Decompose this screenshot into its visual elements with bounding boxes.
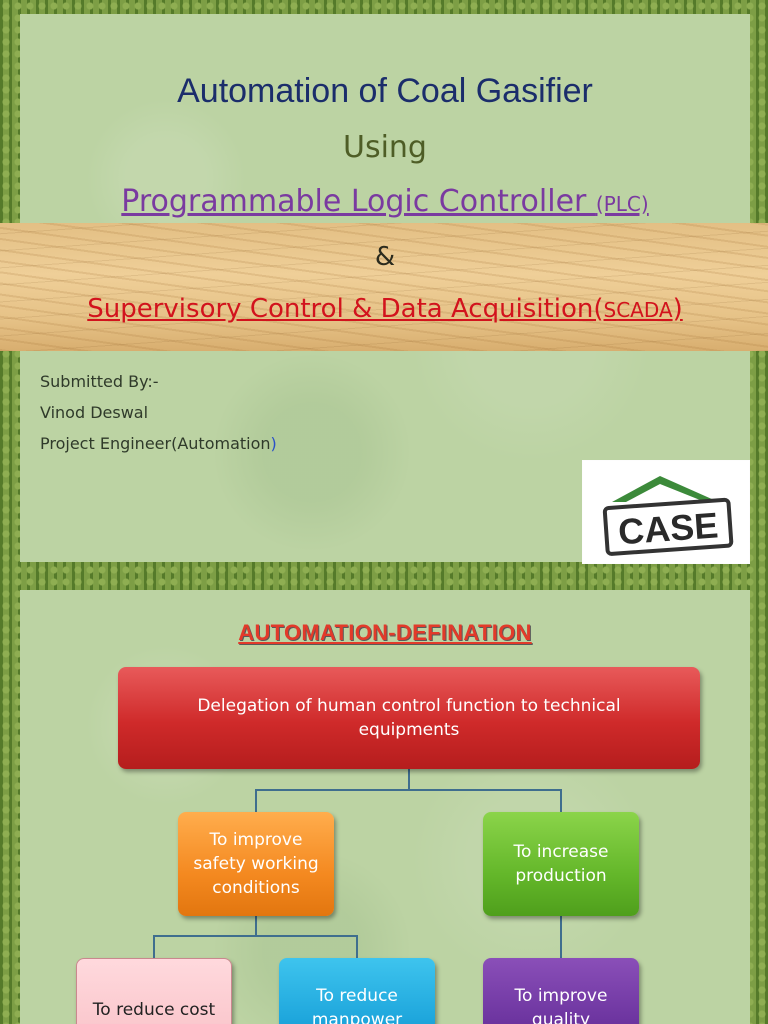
ampersand: & xyxy=(374,242,396,272)
plc-abbreviation: (PLC) xyxy=(595,192,649,216)
scada-abbreviation: SCADA xyxy=(603,298,673,322)
connector-safety-manpower xyxy=(256,935,358,958)
case-logo: CASE xyxy=(582,460,750,564)
author-name: Vinod Deswal xyxy=(40,403,149,422)
case-logo-house-roof-icon: CASE xyxy=(583,461,749,563)
wood-banner xyxy=(0,223,768,351)
author-role-close: ) xyxy=(270,434,277,453)
improve-quality-box: To improve quality xyxy=(483,958,639,1024)
submitted-by-label: Submitted By:- xyxy=(40,372,159,391)
title-slide: Automation of Coal Gasifier Using Progra… xyxy=(0,14,768,564)
subtitle-plc: Programmable Logic Controller (PLC) xyxy=(20,184,750,219)
subtitle-using: Using xyxy=(343,130,427,165)
scada-main-text: Supervisory Control & Data Acquisition( xyxy=(87,294,604,324)
delegation-box: Delegation of human control function to … xyxy=(118,667,700,769)
connector-safety-cost xyxy=(153,916,257,958)
definition-slide: AUTOMATION-DEFINATION Delegation of huma… xyxy=(20,590,750,1024)
logo-text: CASE xyxy=(617,504,720,552)
author-role-text: Project Engineer(Automation xyxy=(40,434,271,453)
increase-production-box: To increase production xyxy=(483,812,639,916)
subtitle-scada: Supervisory Control & Data Acquisition(S… xyxy=(20,294,750,324)
improve-safety-box: To improve safety working conditions xyxy=(178,812,334,916)
scada-close-paren: ) xyxy=(672,294,683,324)
author-role: Project Engineer(Automation) xyxy=(40,434,277,453)
slide-title: Automation of Coal Gasifier xyxy=(177,72,593,110)
connector-main-safety xyxy=(255,769,410,812)
definition-title: AUTOMATION-DEFINATION xyxy=(238,620,532,645)
reduce-cost-box: To reduce cost xyxy=(76,958,232,1024)
hierarchy-connectors xyxy=(153,769,562,958)
reduce-manpower-box: To reduce manpower xyxy=(279,958,435,1024)
connector-main-production xyxy=(409,789,562,812)
plc-main-text: Programmable Logic Controller xyxy=(121,184,596,219)
